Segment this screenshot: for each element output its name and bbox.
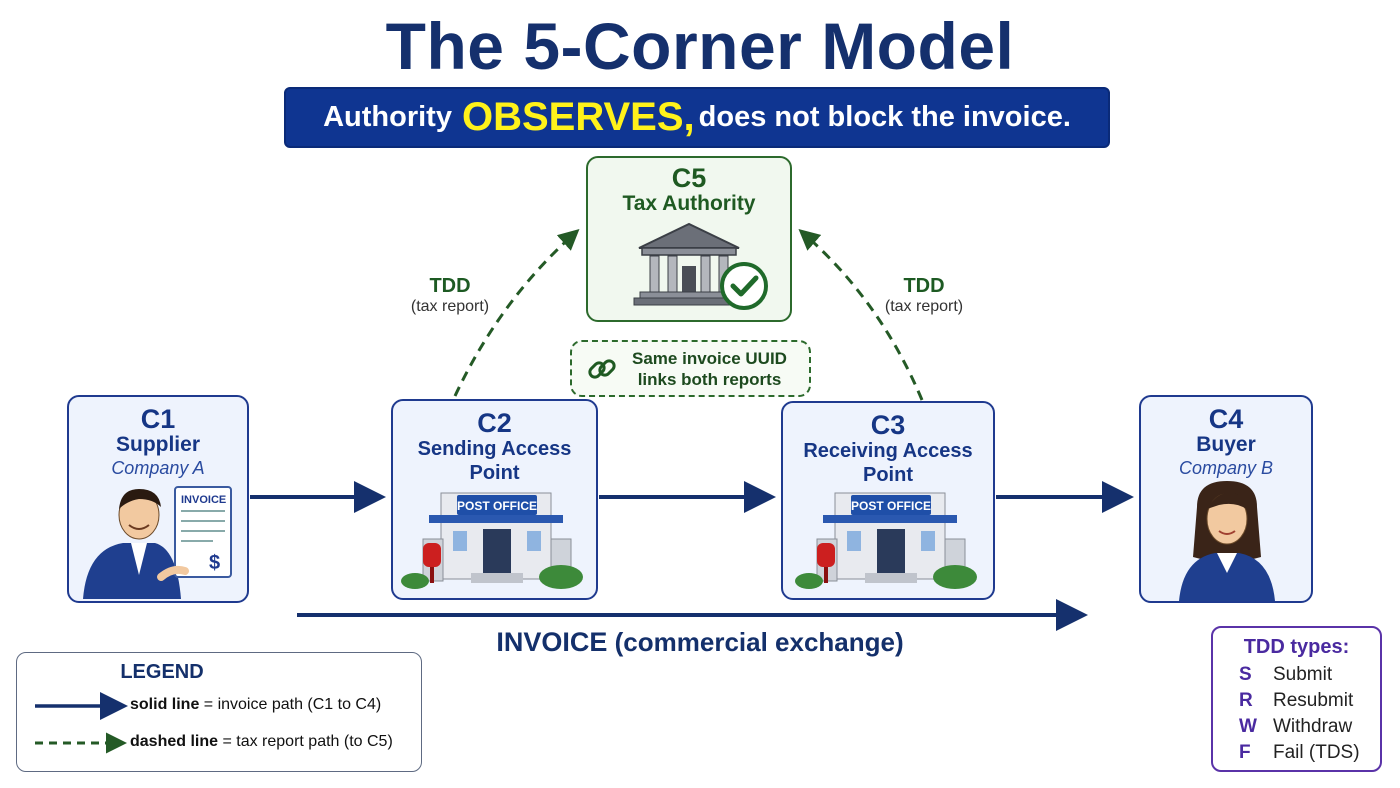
legend-dashed-key: dashed line [130,733,219,750]
legend-solid-row: solid line = invoice path (C1 to C4) [130,696,381,714]
tdd-label-left: TDD (tax report) [400,275,500,316]
c2-sending-access-point-node: C2 Sending Access Point POST OFFICE [391,399,598,600]
tdd-types-box: TDD types: S Submit R Resubmit W Withdraw F… [1211,626,1382,772]
link-icon [588,358,616,379]
tdd-right-title: TDD [903,275,945,297]
uuid-line1: Same invoice UUID [632,348,787,368]
legend-title: LEGEND [120,661,204,683]
tdd-right-sub: (tax report) [884,298,964,315]
c4-code: C4 [1208,404,1244,434]
invoice-caption-main: INVOICE [496,627,608,657]
legend: LEGEND solid line = invoice path (C1 to … [16,652,422,772]
subtitle-after: does not block the invoice. [698,101,1071,133]
c4-name: Buyer [1196,433,1256,456]
tdd-type-key: R [1239,690,1253,711]
uuid-note: Same invoice UUID links both reports [570,340,811,397]
c5-code: C5 [671,163,707,193]
svg-text:POST OFFICE: POST OFFICE [457,499,537,513]
c4-sub: Company B [1178,458,1274,478]
tdd-type-label: Withdraw [1273,716,1353,737]
c1-name: Supplier [115,433,200,456]
svg-text:$: $ [209,552,220,574]
c2-code: C2 [477,408,512,438]
subtitle-highlight: OBSERVES, [461,95,695,139]
tdd-label-right: TDD (tax report) [874,275,974,316]
svg-text:INVOICE: INVOICE [181,494,226,506]
tdd-left-sub: (tax report) [410,298,490,315]
government-building-icon [633,222,768,310]
c1-supplier-node: C1 Supplier Company A INVOICE $ [67,395,249,603]
subtitle-before: Authority [323,101,452,133]
tdd-type-label: Resubmit [1273,690,1354,711]
tdd-type-label: Fail (TDS) [1273,742,1360,763]
tdd-type-item: S Submit [1239,664,1332,686]
tdd-type-label: Submit [1273,664,1333,685]
tdd-type-item: R Resubmit [1239,690,1353,712]
legend-dashed-row: dashed line = tax report path (to C5) [130,733,393,751]
legend-solid-desc: = invoice path (C1 to C4) [199,696,382,713]
subtitle-banner: Authority OBSERVES, does not block the i… [284,87,1110,148]
tdd-type-key: S [1239,664,1252,685]
mailbox-icon-2 [817,543,835,583]
tdd-type-item: F Fail (TDS) [1239,742,1360,764]
legend-solid-key: solid line [130,696,200,713]
c3-receiving-access-point-node: C3 Receiving Access Point POST OFFICE [781,401,995,600]
page-title: The 5-Corner Model [385,9,1015,83]
c1-sub: Company A [111,458,205,478]
check-circle-icon [720,262,768,310]
c5-tax-authority-node: C5 Tax Authority [586,156,792,322]
tdd-type-item: W Withdraw [1239,716,1352,738]
c3-code: C3 [870,410,906,440]
tdd-type-key: W [1239,716,1257,737]
tdd-left-title: TDD [429,275,471,297]
invoice-document-icon: INVOICE $ [174,486,232,578]
post-office-building-icon: POST OFFICE [401,492,583,589]
c5-name: Tax Authority [622,192,756,215]
tdd-type-key: F [1239,742,1251,763]
tdd-arrow-c2-c5 [453,229,580,397]
svg-text:POST OFFICE: POST OFFICE [851,499,931,513]
legend-line-samples [35,692,128,754]
legend-dashed-desc: = tax report path (to C5) [218,733,393,750]
post-office-building-icon-2: POST OFFICE [795,492,977,589]
supplier-person-illustration: INVOICE $ [83,486,232,599]
c4-buyer-node: C4 Buyer Company B [1139,395,1313,603]
uuid-line2: links both reports [637,369,782,389]
tdd-types-title: TDD types: [1243,636,1350,658]
invoice-caption-detail: (commercial exchange) [614,627,904,657]
c1-code: C1 [140,404,176,434]
c3-name: Receiving Access Point [803,440,973,486]
mailbox-icon [423,543,441,583]
buyer-person-illustration [1179,481,1275,601]
invoice-caption: INVOICE (commercial exchange) [0,627,1400,658]
c2-name: Sending Access Point [417,438,572,484]
tdd-arrow-c3-c5 [798,229,924,401]
